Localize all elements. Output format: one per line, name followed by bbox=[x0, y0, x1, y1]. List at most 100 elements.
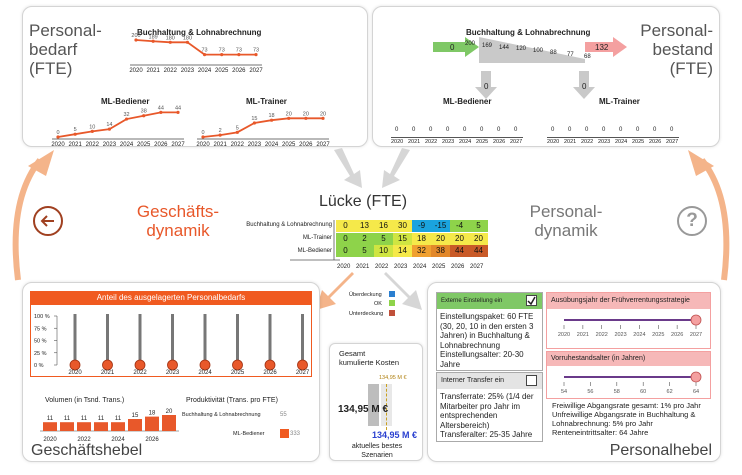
early-retirement-tick-label-7: 2027 bbox=[690, 332, 702, 338]
inflow-arrow bbox=[433, 37, 479, 57]
help-question-icon[interactable]: ? bbox=[677, 206, 707, 236]
cost-current-bar bbox=[368, 384, 379, 426]
bestand-sub-year-1-6: 2026 bbox=[649, 139, 662, 145]
bedarf-point-label-0-0: 200 bbox=[131, 33, 140, 39]
bedarf-year-1-1: 2021 bbox=[68, 142, 82, 148]
bedarf-point-label-2-2: 5 bbox=[236, 125, 239, 131]
legend-ueberdeckung-swatch bbox=[389, 291, 395, 297]
bedarf-point-label-0-6: 73 bbox=[236, 48, 242, 54]
bestand-sub-value-1-4: 0 bbox=[619, 127, 623, 133]
bedarf-point-label-0-7: 73 bbox=[253, 48, 259, 54]
personalbestand-panel: Personal- bestand (FTE) Buchhaltung & Lo… bbox=[372, 6, 720, 147]
early-retirement-header: Ausübungsjahr der Frühverrentungsstrateg… bbox=[547, 293, 710, 309]
outsource-year-7: 2027 bbox=[296, 370, 310, 376]
bedarf-year-0-2: 2022 bbox=[164, 68, 178, 74]
legend-ok-label: OK bbox=[374, 301, 382, 307]
bedarf-point-1-6 bbox=[159, 110, 163, 114]
geschaeftshebel-panel: Anteil des ausgelagerten Personalbedarfs… bbox=[22, 282, 320, 462]
outsource-knob-0 bbox=[69, 359, 81, 371]
bedarf-point-label-2-6: 20 bbox=[303, 111, 309, 117]
outsource-knob-2 bbox=[134, 359, 146, 371]
cost-best-line bbox=[386, 384, 387, 430]
productivity-row-1-value: 333 bbox=[290, 431, 301, 437]
cost-best-value: 134,95 M € bbox=[372, 430, 418, 440]
bestand-sub-value-1-2: 0 bbox=[585, 127, 589, 133]
bedarf-year-2-7: 2027 bbox=[316, 142, 330, 148]
bedarf-year-0-4: 2024 bbox=[198, 68, 212, 74]
bestand-value-2: 144 bbox=[499, 44, 510, 51]
bedarf-point-1-1 bbox=[73, 132, 77, 136]
outsource-knob-4 bbox=[199, 359, 211, 371]
productivity-row-0-label: Buchhaltung & Lohnabrechnung bbox=[182, 412, 261, 418]
outsource-year-5: 2025 bbox=[231, 370, 245, 376]
bedarf-point-label-1-2: 10 bbox=[89, 124, 95, 130]
productivity-row-1-bar[interactable] bbox=[280, 429, 289, 438]
legend-unterdeckung-label: Unterdeckung bbox=[349, 311, 384, 317]
retirement-age-header: Vorruhestandsalter (in Jahren) bbox=[547, 352, 710, 366]
volume-bar-1 bbox=[60, 422, 74, 431]
volume-title: Volumen (in Tsnd. Trans.) bbox=[45, 397, 125, 404]
bedarf-year-1-7: 2027 bbox=[171, 142, 185, 148]
early-retirement-tick-label-1: 2021 bbox=[577, 332, 589, 338]
volume-bar-label-6: 18 bbox=[149, 411, 156, 417]
orange-curve-right bbox=[699, 158, 730, 281]
down-arrow-1 bbox=[475, 71, 497, 99]
legend-unterdeckung-swatch bbox=[389, 310, 395, 316]
external-hiring-box bbox=[436, 292, 543, 371]
back-arrow-icon[interactable] bbox=[33, 206, 63, 236]
bedarf-point-1-4 bbox=[124, 117, 129, 121]
outsource-knob-6 bbox=[264, 359, 276, 371]
outsource-ytick-3: 25 % bbox=[34, 351, 47, 357]
bedarf-year-1-0: 2020 bbox=[51, 142, 65, 148]
bedarf-point-0-7 bbox=[254, 53, 258, 57]
bestand-sub1-title: ML-Bediener bbox=[443, 97, 492, 106]
bestand-sub-value-1-0: 0 bbox=[551, 127, 555, 133]
bedarf-point-2-0 bbox=[201, 135, 205, 139]
down-value-1: 0 bbox=[484, 82, 489, 91]
heatmap-axis-lines bbox=[290, 220, 340, 261]
bedarf-point-label-1-0: 0 bbox=[56, 130, 59, 136]
bestand-sub2-title: ML-Trainer bbox=[599, 97, 640, 106]
bedarf-point-1-2 bbox=[90, 129, 94, 133]
cost-title: Gesamt kumulierte Kosten bbox=[339, 349, 400, 367]
bestand-value-6: 77 bbox=[567, 51, 574, 58]
volume-bar-label-2: 11 bbox=[81, 416, 88, 422]
bedarf-year-1-3: 2023 bbox=[103, 142, 117, 148]
personalbestand-title: Personal- bestand (FTE) bbox=[640, 21, 713, 78]
bedarf-year-1-4: 2024 bbox=[120, 142, 134, 148]
volume-bar-label-0: 11 bbox=[47, 416, 54, 422]
bestand-sub-year-0-4: 2024 bbox=[459, 139, 472, 145]
cost-current-value: 134,95 M € bbox=[338, 404, 389, 415]
retirement-age-tick-label-2: 58 bbox=[614, 389, 620, 395]
volume-bar-3 bbox=[94, 422, 108, 431]
productivity-row-0-value: 55 bbox=[280, 412, 287, 418]
early-retirement-tick-label-4: 2024 bbox=[633, 332, 645, 338]
personaldynamik-label: Personal- dynamik bbox=[529, 202, 603, 240]
bedarf-point-0-5 bbox=[220, 53, 224, 57]
bestand-chart-title: Buchhaltung & Lohnabrechnung bbox=[466, 28, 591, 37]
volume-bar-label-1: 11 bbox=[64, 416, 71, 422]
bestand-sub-value-1-3: 0 bbox=[602, 127, 606, 133]
bedarf-year-1-2: 2022 bbox=[86, 142, 100, 148]
bestand-sub-value-0-6: 0 bbox=[497, 127, 501, 133]
bedarf-point-0-6 bbox=[237, 53, 241, 57]
bestand-sub-value-0-4: 0 bbox=[463, 127, 467, 133]
volume-bar-label-7: 20 bbox=[166, 409, 173, 415]
external-hiring-checkbox[interactable] bbox=[526, 295, 537, 306]
internal-transfer-checkbox[interactable] bbox=[526, 375, 537, 386]
outsource-ytick-2: 50 % bbox=[34, 339, 47, 345]
personalhebel-panel: Externe Einstellung ein Einstellungspake… bbox=[427, 282, 721, 462]
volume-bar-2 bbox=[77, 422, 91, 431]
bedarf-point-label-2-0: 0 bbox=[201, 130, 204, 136]
volume-bar-label-3: 11 bbox=[98, 416, 105, 422]
cost-panel: Gesamt kumulierte Kosten 134,95 M € 134,… bbox=[329, 343, 423, 461]
outsource-year-2: 2022 bbox=[133, 370, 147, 376]
bestand-value-1: 169 bbox=[482, 42, 493, 49]
bedarf-point-label-0-3: 180 bbox=[183, 35, 192, 41]
retirement-age-tick-label-1: 56 bbox=[587, 389, 593, 395]
outsource-knob-5 bbox=[232, 359, 243, 371]
